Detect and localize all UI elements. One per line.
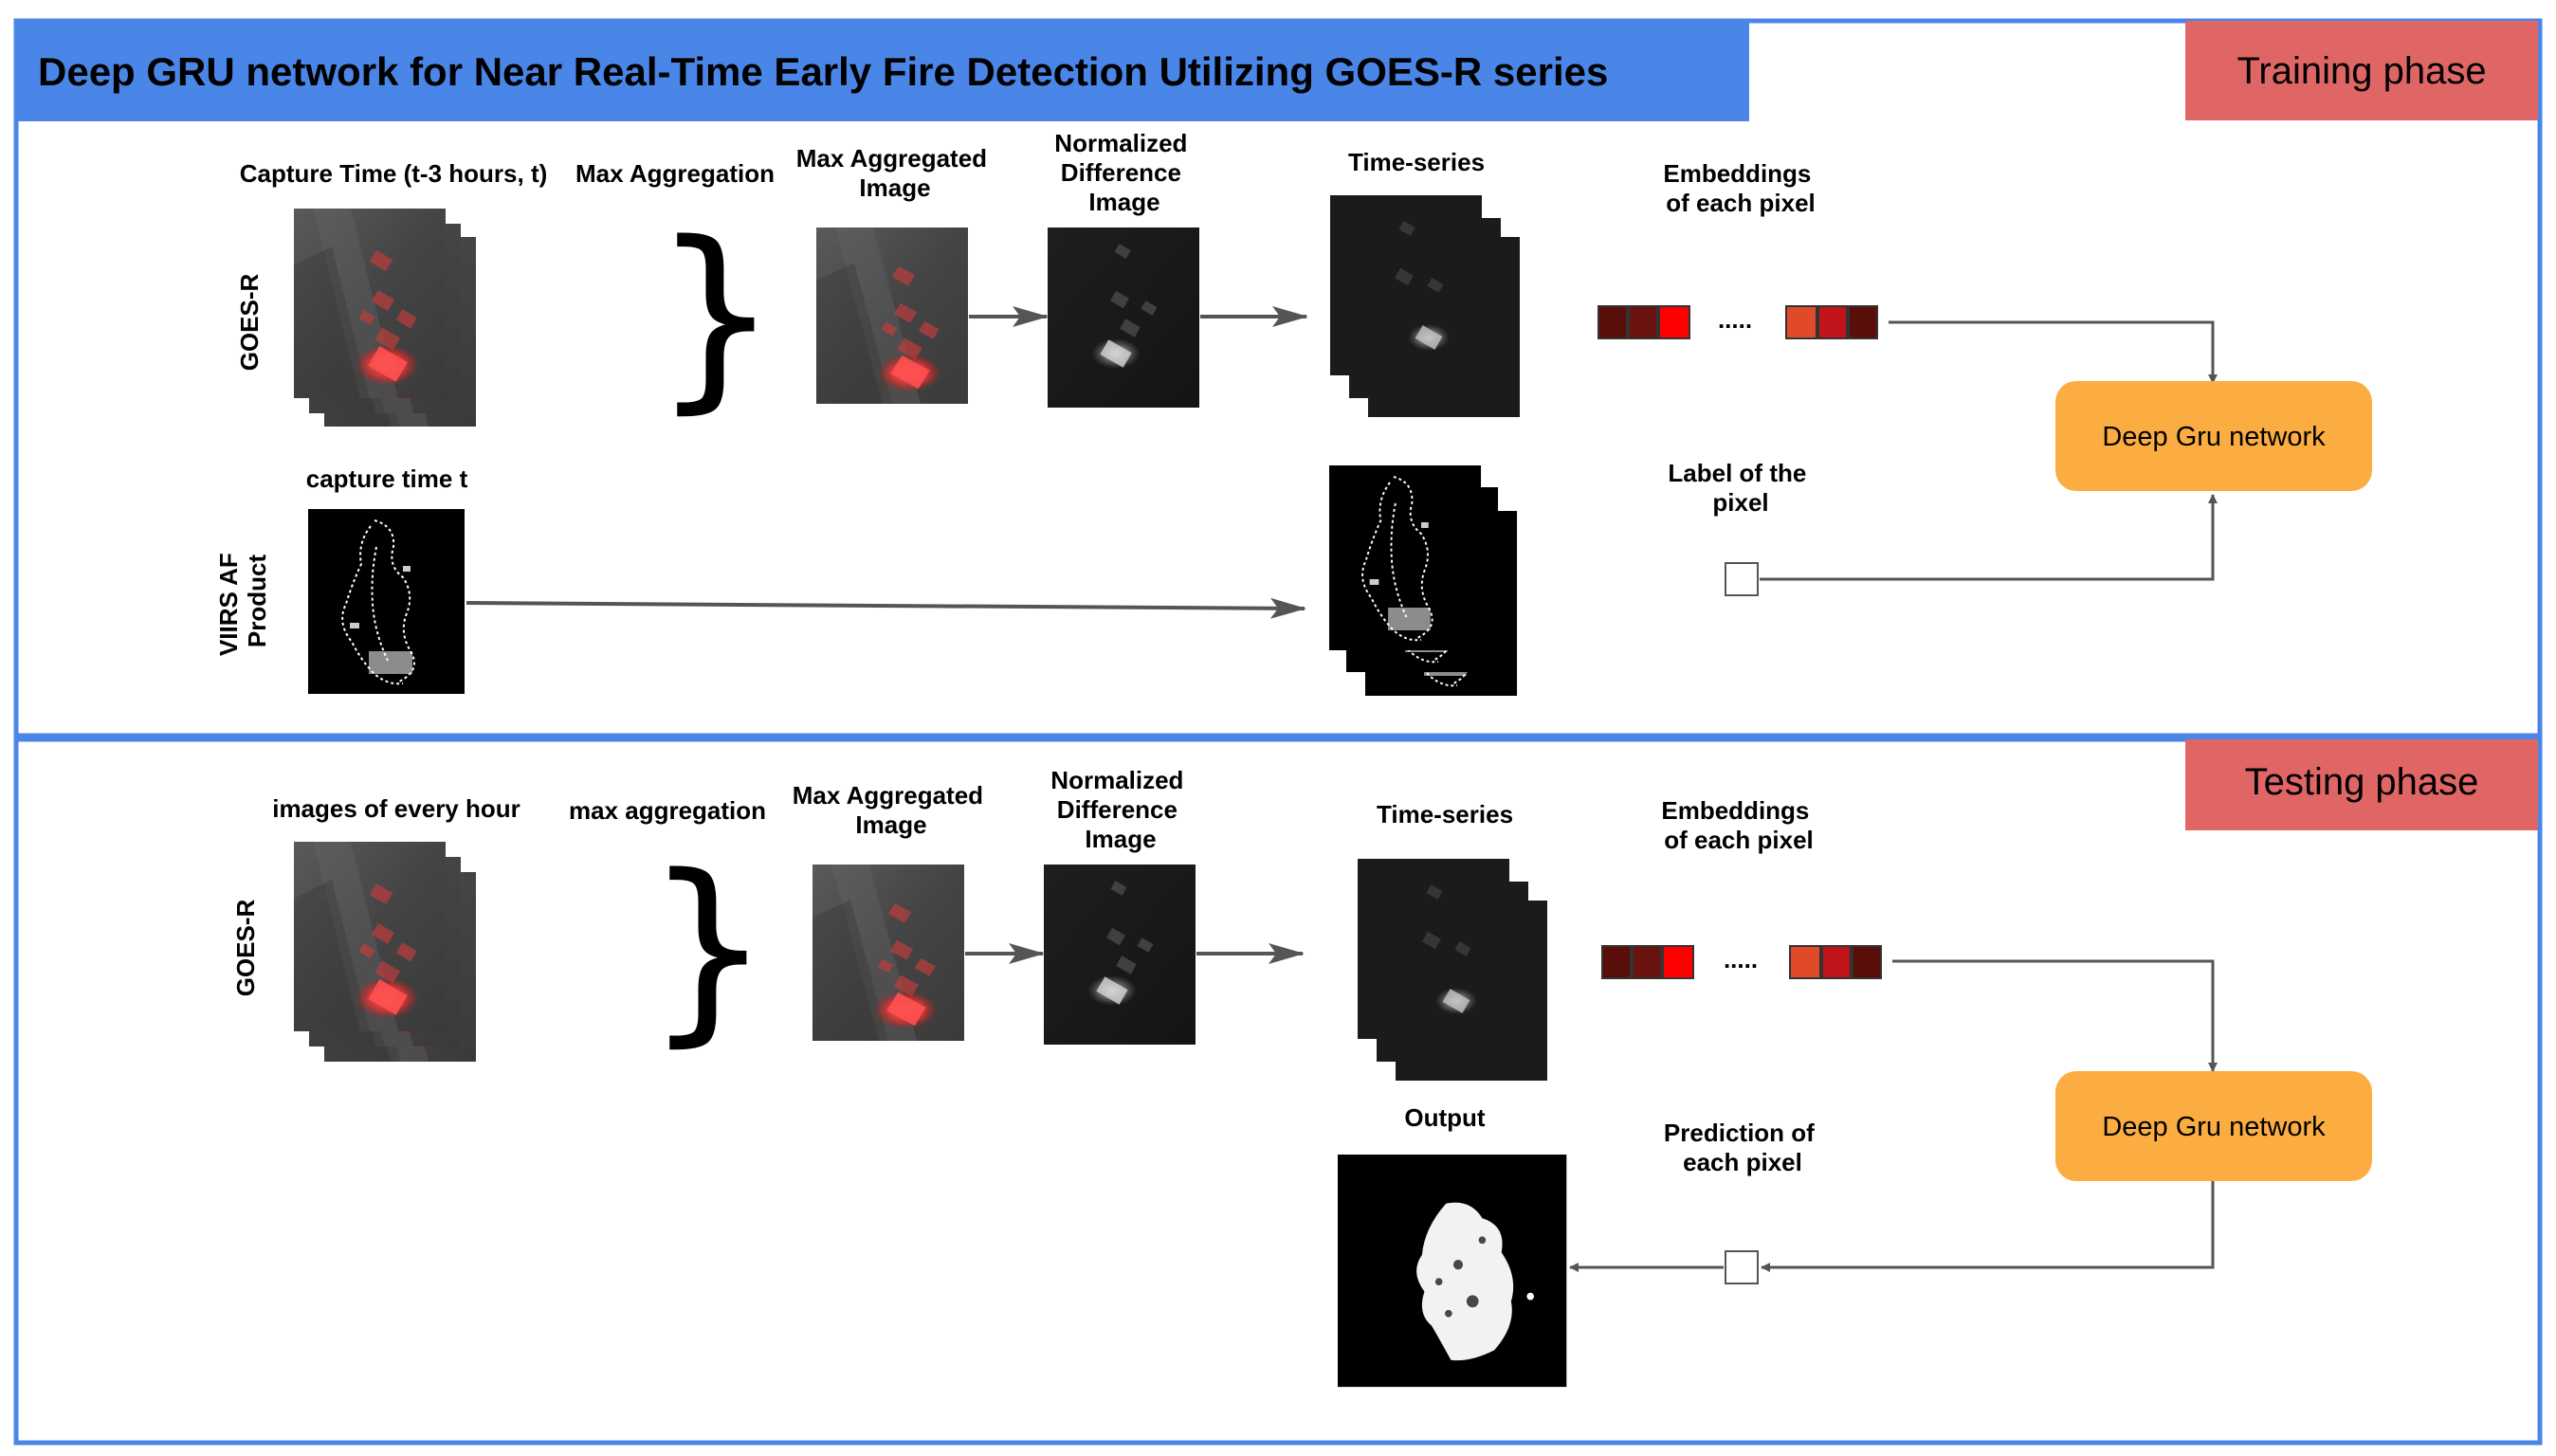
training-capture-t-label: capture time t [306, 464, 468, 493]
testing-images-label: images of every hour [272, 794, 520, 823]
training-label-stack [1328, 464, 1519, 697]
testing-gru-box[interactable] [2055, 1071, 2372, 1181]
testing-phase-label: Testing phase [2245, 761, 2479, 803]
training-arrow-emb-to-gru [1889, 320, 2218, 384]
testing-embedding-vector: ..... [1601, 945, 1882, 979]
training-viirs-label: VIIRS AF Product [214, 546, 271, 656]
testing-embeddings-label: Embeddings of each pixel [1661, 796, 1816, 854]
testing-norm-diff-label: Normalized Difference Image [1050, 766, 1190, 853]
title-bar [14, 21, 1749, 121]
training-embedding-dots: ..... [1718, 305, 1752, 334]
training-viirs-image [307, 508, 466, 695]
goes-frame-front [294, 209, 446, 398]
testing-output-image [1338, 1155, 1567, 1388]
training-timeseries-stack [1330, 195, 1520, 417]
testing-goes-stack [294, 842, 476, 1062]
training-gru-label: Deep Gru network [2102, 422, 2326, 452]
training-timeseries-label: Time-series [1348, 148, 1485, 176]
testing-prediction-label: Prediction of each pixel [1664, 1119, 1821, 1176]
training-capture-label: Capture Time (t-3 hours, t) [240, 159, 548, 188]
training-arrow-label-to-gru [1760, 494, 2218, 581]
testing-max-agg-label: max aggregation [569, 796, 766, 825]
testing-arrow-emb-to-gru [1892, 959, 2218, 1072]
training-arrow-viirs-to-labels [466, 597, 1306, 619]
training-brace-icon: } [652, 199, 779, 431]
testing-max-agg-image-label: Max Aggregated Image [793, 781, 991, 839]
testing-embedding-dots: ..... [1724, 945, 1758, 974]
testing-max-agg-image [812, 864, 964, 1041]
testing-norm-diff-image [1044, 864, 1196, 1045]
testing-frame [13, 737, 2543, 1446]
training-goes-label: GOES-R [235, 274, 264, 372]
testing-prediction-pixel-box [1725, 1250, 1759, 1284]
testing-timeseries-stack [1358, 859, 1547, 1081]
training-embedding-vector: ..... [1598, 305, 1878, 339]
training-label-pixel-box [1725, 562, 1759, 596]
training-label-of-pixel: Label of the pixel [1668, 459, 1813, 517]
training-phase-badge [2185, 21, 2538, 120]
training-norm-diff-label: Normalized Difference Image [1054, 129, 1194, 216]
testing-goes-label: GOES-R [231, 900, 260, 997]
training-max-agg-label: Max Aggregation [575, 159, 775, 188]
training-embeddings-label: Embeddings of each pixel [1663, 159, 1817, 217]
testing-phase-badge [2185, 739, 2538, 830]
testing-output-label: Output [1404, 1103, 1486, 1132]
testing-arrow-gru-to-pred [1761, 1181, 2215, 1272]
training-phase-label: Training phase [2236, 50, 2486, 92]
training-max-agg-image [816, 228, 968, 405]
testing-brace-icon: } [645, 832, 772, 1065]
testing-timeseries-label: Time-series [1377, 800, 1513, 828]
page-title: Deep GRU network for Near Real-Time Earl… [38, 49, 1608, 94]
training-norm-diff-image [1048, 228, 1199, 408]
testing-gru-label: Deep Gru network [2102, 1112, 2326, 1142]
training-gru-box[interactable] [2055, 381, 2372, 491]
training-max-agg-image-label: Max Aggregated Image [796, 144, 995, 202]
training-goes-stack [294, 209, 476, 427]
